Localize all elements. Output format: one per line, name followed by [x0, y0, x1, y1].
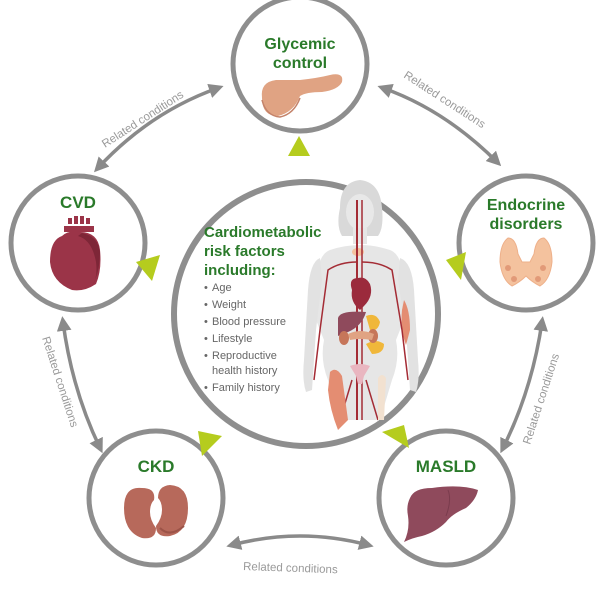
- relation-arrow-endocrine-masld: [500, 316, 548, 454]
- relation-label-ckd-masld: Related conditions: [243, 561, 338, 576]
- pancreas-icon: [261, 74, 343, 116]
- triangle-endocrine-to-center: [446, 252, 466, 280]
- triangle-ckd-to-center: [198, 431, 222, 456]
- cvd-title: CVD: [60, 193, 96, 212]
- bullet-dot: •: [204, 282, 208, 294]
- risk-factor-age: Age: [212, 282, 232, 294]
- center-title-line-2: risk factors: [204, 243, 285, 260]
- kidneys-icon: [124, 485, 188, 539]
- relation-label-endocrine-masld: Related conditions: [521, 352, 562, 446]
- relation-arrow-ckd-masld: [226, 534, 374, 550]
- endocrine-ring: [456, 173, 596, 313]
- center-title-line-3: including:: [204, 262, 276, 279]
- triangle-cvd-to-center: [136, 255, 160, 281]
- ckd-node: CKD: [86, 428, 226, 568]
- bullet-dot: •: [204, 316, 208, 328]
- risk-factor-reproductive-line-1: Reproductive: [212, 350, 277, 362]
- triangle-masld-to-center: [382, 425, 409, 448]
- ckd-ring: [86, 428, 226, 568]
- glycemic-title-line-1: Glycemic: [264, 36, 335, 53]
- bullet-dot: •: [204, 382, 208, 394]
- female-anatomy-icon: [303, 180, 419, 430]
- relation-arrow-glycemic-endocrine: [377, 84, 502, 167]
- risk-factor-weight: Weight: [212, 299, 246, 311]
- bullet-dot: •: [204, 299, 208, 311]
- glycemic-title-line-2: control: [273, 55, 327, 72]
- liver-icon: [404, 486, 478, 542]
- endocrine-title-line-2: disorders: [490, 216, 563, 233]
- endocrine-disorders-node: Endocrine disorders: [456, 173, 596, 313]
- relation-arrow-cvd-ckd: [56, 316, 103, 454]
- relation-arrow-cvd-glycemic: [93, 84, 224, 173]
- center-title-line-1: Cardiometabolic: [204, 224, 322, 241]
- bullet-dot: •: [204, 350, 208, 362]
- risk-factor-reproductive-line-2: health history: [212, 365, 278, 377]
- relation-label-cvd-glycemic: Related conditions: [100, 89, 186, 151]
- triangle-glycemic-to-center: [288, 136, 310, 156]
- masld-title: MASLD: [416, 457, 476, 476]
- heart-icon: [50, 216, 101, 291]
- risk-factor-family-history: Family history: [212, 382, 280, 394]
- cvd-node: CVD: [8, 173, 148, 313]
- endocrine-title-line-1: Endocrine: [487, 197, 565, 214]
- ckd-title: CKD: [138, 457, 175, 476]
- bullet-dot: •: [204, 333, 208, 345]
- risk-factor-blood-pressure: Blood pressure: [212, 316, 286, 328]
- glycemic-control-node: Glycemic control: [230, 0, 370, 134]
- risk-factor-lifestyle: Lifestyle: [212, 333, 252, 345]
- masld-node: MASLD: [376, 428, 516, 568]
- center-risk-factors-node: Cardiometabolic risk factors including: …: [171, 179, 441, 449]
- thyroid-icon: [499, 237, 553, 287]
- risk-factor-list: • Age • Weight • Blood pressure • Lifest…: [204, 282, 286, 394]
- flow-indicators: [136, 136, 466, 456]
